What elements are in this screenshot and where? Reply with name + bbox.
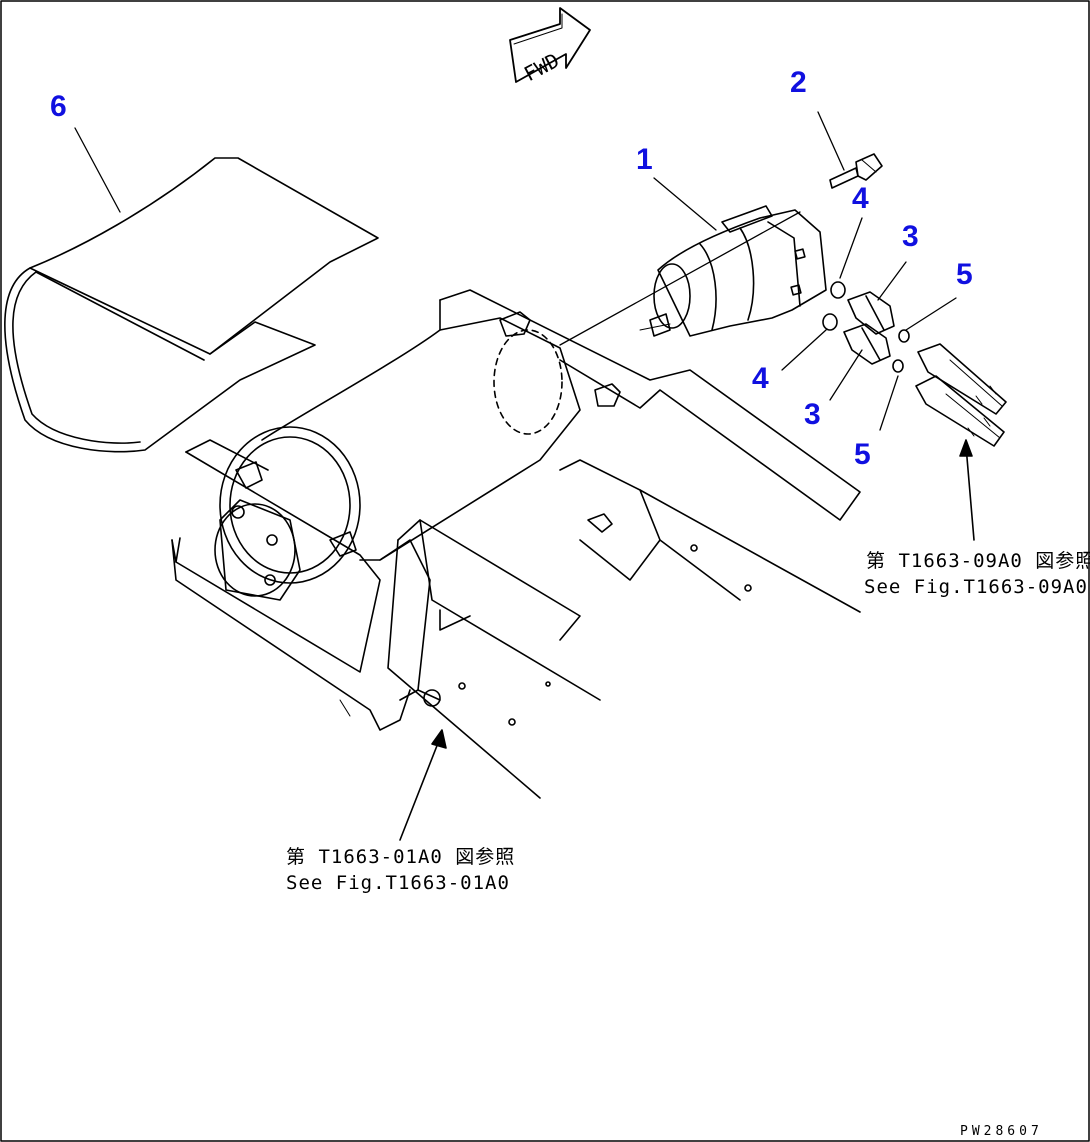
- small-o-rings: [892, 329, 910, 373]
- callout-6: 6: [50, 90, 67, 123]
- frame-reference-en: See Fig.T1663-01A0: [286, 872, 510, 894]
- fwd-label: FWD: [520, 48, 563, 86]
- callout-4-lower: 4: [752, 362, 769, 395]
- frame-reference-jp: 第 T1663-01A0 図参照: [286, 846, 516, 868]
- fwd-arrow-icon: FWD: [509, 7, 591, 86]
- hose-reference-jp: 第 T1663-09A0 図参照: [866, 550, 1090, 572]
- callout-4-upper: 4: [852, 182, 869, 215]
- bolt-part: [829, 153, 883, 189]
- callout-1: 1: [636, 143, 653, 176]
- drum-frame-assembly: [171, 289, 861, 799]
- o-rings: [822, 281, 846, 331]
- callout-5-lower: 5: [854, 438, 871, 471]
- drawing-code: PW28607: [960, 1124, 1043, 1139]
- callout-3-upper: 3: [902, 220, 919, 253]
- hose-ref-arrow: [959, 439, 975, 541]
- callout-5-upper: 5: [956, 258, 973, 291]
- leader-lines: [74, 111, 957, 431]
- hydraulic-motor: [639, 205, 827, 337]
- callout-2: 2: [790, 66, 807, 99]
- hose-reference-en: See Fig.T1663-09A0: [864, 576, 1088, 598]
- callout-3-lower: 3: [804, 398, 821, 431]
- frame-ref-arrow: [399, 729, 447, 841]
- fittings: [843, 291, 895, 365]
- belt-cover-sheet: [4, 157, 379, 453]
- hose-ends: [915, 343, 1007, 447]
